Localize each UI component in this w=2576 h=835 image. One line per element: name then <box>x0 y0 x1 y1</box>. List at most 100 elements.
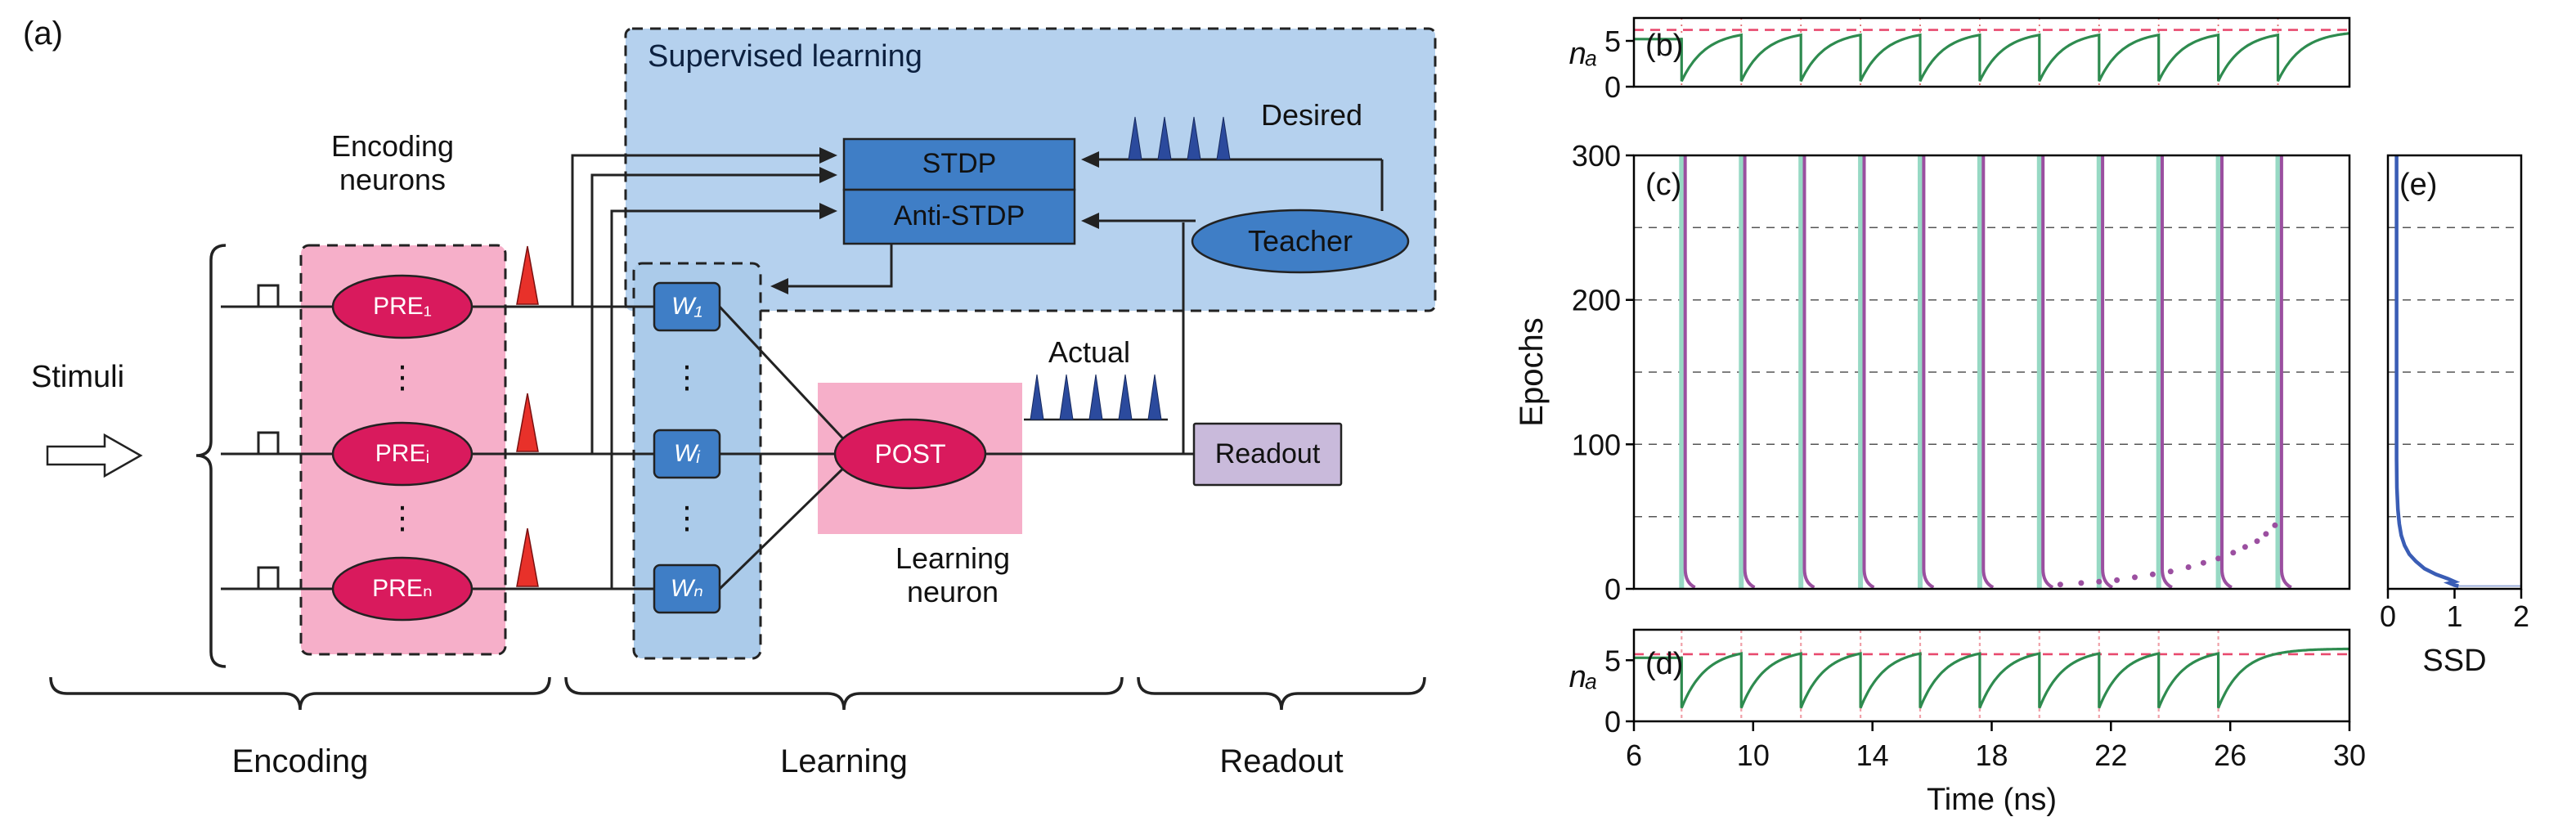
panel-label: (c) <box>1645 168 1681 202</box>
y-axis-label: nₐ <box>1569 660 1598 694</box>
tick-label: 0 <box>1604 70 1621 104</box>
wn-to-post-line <box>718 460 852 590</box>
architecture-diagram <box>46 27 1437 711</box>
panel-label: (b) <box>1645 29 1683 63</box>
y-axis-label: nₐ <box>1569 37 1598 71</box>
actual-spike-line <box>1922 155 1935 590</box>
wi-node <box>653 429 721 479</box>
time-axis-label: Time (ns) <box>1927 783 2057 817</box>
pulse-icon <box>248 566 289 590</box>
w1-node <box>653 281 721 332</box>
tick-label: 5 <box>1604 25 1621 58</box>
actual-spike-dot <box>2132 574 2138 581</box>
actual-spike-line <box>2161 155 2173 590</box>
teacher-label: Teacher <box>1247 224 1353 258</box>
actual-label: Actual <box>1048 335 1131 369</box>
pre-vdots: ⋮ <box>387 361 418 395</box>
actual-spike-line <box>2101 155 2114 590</box>
actual-spike-dot <box>2149 571 2156 577</box>
tick-label: 200 <box>1572 284 1621 317</box>
actual-spike-dot <box>2242 544 2248 550</box>
activity-trace <box>1634 32 2350 83</box>
w1-label: W₁ <box>671 292 702 320</box>
post-neuron <box>833 418 987 490</box>
wn-label: Wₙ <box>670 574 704 602</box>
tick-label: 18 <box>1975 738 2008 772</box>
w1-to-post-line <box>718 305 852 448</box>
actual-spike-dot <box>2057 581 2063 588</box>
actual-spike-dot <box>2200 559 2206 566</box>
tick-label: 0 <box>1604 705 1621 738</box>
desired-spike-train-icon <box>1128 116 1231 160</box>
anti-stdp-label: Anti-STDP <box>893 200 1025 232</box>
ssd-curve <box>2394 155 2461 588</box>
pre1-label: PRE₁ <box>373 292 432 320</box>
red-spike-icon <box>516 245 539 305</box>
actual-spike-dot <box>2254 538 2260 545</box>
supervised-learning-title: Supervised learning <box>648 39 922 74</box>
wi-label: Wᵢ <box>673 439 701 467</box>
panel-a-label: (a) <box>23 16 63 52</box>
pren-to-antistdp-arrow <box>610 203 837 589</box>
actual-spike-line <box>2041 155 2054 590</box>
tick-label: 30 <box>2333 738 2366 772</box>
stdp-label: STDP <box>922 148 997 180</box>
encoding-neurons-label: Encoding neurons <box>330 129 455 197</box>
actual-spike-line <box>1683 155 1696 590</box>
actual-spike-dot <box>2272 522 2278 528</box>
pulse-icon <box>248 284 289 308</box>
red-spike-icon <box>516 527 539 587</box>
panel-label: (e) <box>2399 168 2437 202</box>
actual-spike-line <box>2279 155 2292 590</box>
anti-stdp-box <box>842 188 1076 245</box>
pren-neuron <box>331 556 473 622</box>
actual-spike-dot <box>2167 568 2174 575</box>
tick-label: 14 <box>1856 738 1889 772</box>
pre1-neuron <box>331 274 473 339</box>
prei-to-stdp-arrow <box>590 167 837 454</box>
encoded-spike-icons <box>516 245 539 587</box>
tick-label: 26 <box>2214 738 2246 772</box>
braces <box>49 244 1426 711</box>
actual-spike-line <box>1743 155 1756 590</box>
panel-frame <box>2386 154 2523 590</box>
pren-label: PREₙ <box>372 574 433 602</box>
readout-label: Readout <box>1214 438 1321 469</box>
tick-label: 10 <box>1737 738 1770 772</box>
actual-spike-dot <box>2263 531 2269 537</box>
stimuli-label: Stimuli <box>31 360 125 394</box>
prei-neuron <box>331 421 473 487</box>
actual-spike-dot <box>2078 580 2085 586</box>
desired-label: Desired <box>1261 98 1363 132</box>
tick-label: 100 <box>1572 428 1621 461</box>
x-axis-label: SSD <box>2422 644 2486 678</box>
tick-label: 0 <box>2380 599 2396 633</box>
stimuli-brace <box>195 244 227 668</box>
actual-spike-dot <box>2230 550 2237 556</box>
weights-vdots: ⋮ <box>671 501 702 536</box>
pulse-icon <box>248 431 289 456</box>
tick-label: 300 <box>1572 139 1621 173</box>
pre-neuron-ellipses <box>331 274 473 622</box>
tick-label: 22 <box>2094 738 2127 772</box>
stage-label-learning: Learning <box>780 743 908 779</box>
tick-label: 2 <box>2513 599 2529 633</box>
stage-label-readout: Readout <box>1219 743 1344 779</box>
y-axis-label: Epochs <box>1514 317 1550 426</box>
learning-underbrace <box>564 676 1124 711</box>
stage-label-encoding: Encoding <box>231 743 369 779</box>
red-spike-icon <box>516 393 539 452</box>
input-pulse-icons <box>248 284 289 590</box>
actual-spike-dot <box>2185 564 2192 570</box>
panel-label: (d) <box>1645 647 1683 681</box>
antistdp-to-weights-arrow <box>770 244 893 294</box>
tick-label: 6 <box>1626 738 1642 772</box>
pre-vdots: ⋮ <box>387 501 418 536</box>
weights-vdots: ⋮ <box>671 361 702 395</box>
tick-label: 0 <box>1604 572 1621 606</box>
panel-frame <box>1632 16 2351 88</box>
actual-spike-train-icon <box>1024 374 1168 421</box>
encoding-underbrace <box>49 676 551 711</box>
